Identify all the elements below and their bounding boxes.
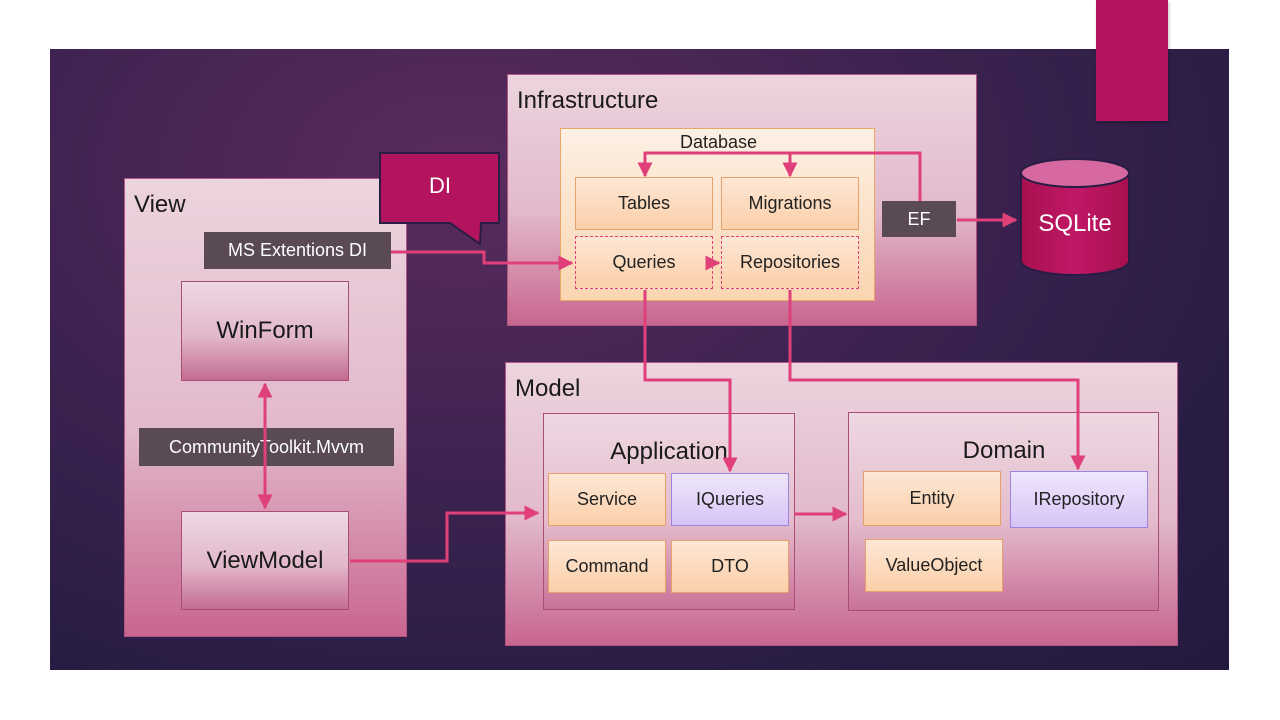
accent-bar [1096,0,1168,121]
di-to-queries-arrow [391,250,574,271]
valueobject-box: ValueObject [865,539,1003,592]
queries-to-iqueries-arrow [643,290,738,473]
viewmodel-to-service-arrow [350,505,540,563]
viewmodel-box: ViewModel [181,511,349,610]
tables-box: Tables [575,177,713,230]
infrastructure-title: Infrastructure [517,87,659,114]
repositories-box: Repositories [721,236,859,289]
database-title: Database [679,132,758,152]
iqueries-box: IQueries [671,473,789,526]
service-box: Service [548,473,666,526]
domain-title: Domain [962,437,1046,464]
migrations-box: Migrations [721,177,859,230]
ef-to-tables-arrow [637,151,922,201]
application-title: Application [610,438,728,465]
dto-box: DTO [671,540,789,593]
repositories-to-irepository-arrow [788,290,1086,471]
di-callout-shape [379,152,500,246]
sqlite-database-icon [1020,158,1130,276]
command-box: Command [548,540,666,593]
winform-box: WinForm [181,281,349,381]
sqlite-label: SQLite [1038,210,1112,237]
di-callout-label: DI [429,173,451,198]
irepository-box: IRepository [1010,471,1148,528]
ms-extensions-di-label: MS Extentions DI [204,232,391,269]
entity-box: Entity [863,471,1001,526]
ef-label: EF [882,201,956,237]
queries-box: Queries [575,236,713,289]
model-title: Model [515,375,581,402]
view-title: View [134,191,186,218]
